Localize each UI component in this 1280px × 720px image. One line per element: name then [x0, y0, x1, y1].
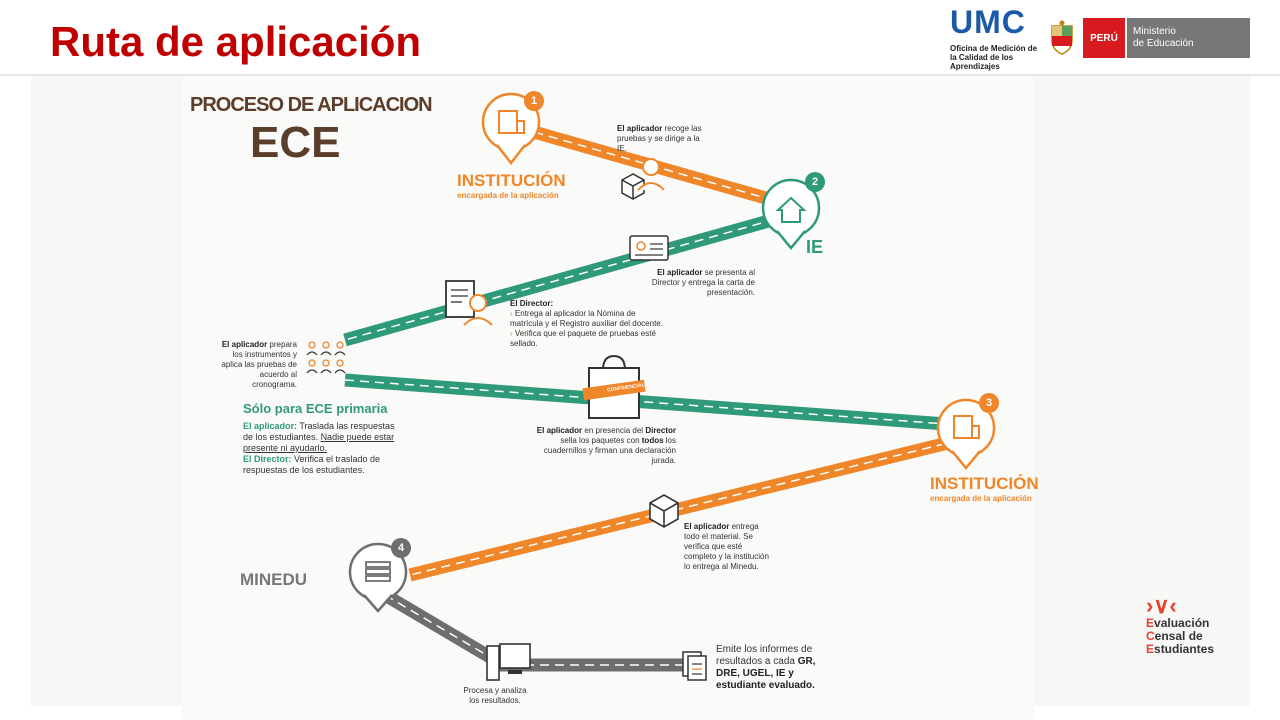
- umc-logo-text: UMC: [950, 4, 1026, 40]
- route-segment-4: [408, 433, 962, 582]
- diagram-heading-process: PROCESO DE APLICACION: [190, 94, 433, 116]
- diagram-heading-ece: ECE: [250, 118, 341, 167]
- route-segment-3: [344, 373, 961, 432]
- id-card-icon: [629, 235, 669, 261]
- note-primaria: El aplicador: Traslada las respuestas de…: [243, 421, 395, 475]
- station-4-name: MINEDU: [240, 570, 308, 589]
- station-2-name: IE: [806, 237, 824, 257]
- note-presenta: El aplicador se presenta al Director y e…: [651, 268, 755, 297]
- students-group-icon: [306, 341, 346, 374]
- package-icon: [649, 494, 679, 528]
- box-icon: [621, 173, 645, 200]
- note-director: El Director: › Entrega al aplicador la N…: [510, 299, 663, 348]
- slide-title: Ruta de aplicación: [50, 18, 422, 65]
- station-3-name: INSTITUCIÓN: [930, 474, 1039, 493]
- umc-subtitle: Oficina de Medición de la Calidad de los…: [950, 44, 1038, 71]
- route-segment-5: [381, 589, 685, 672]
- ministry-line2: de Educación: [1133, 38, 1194, 49]
- note-sella: El aplicador en presencia del Director s…: [536, 426, 676, 465]
- coat-of-arms-icon: [1051, 20, 1073, 55]
- station-3-number: 3: [985, 397, 993, 409]
- chevron-logo-icon: ›∨‹: [1146, 593, 1177, 618]
- ministry-line1: Ministerio: [1133, 26, 1176, 37]
- route-segment-2: [343, 208, 792, 347]
- confidential-bag-icon: [582, 354, 646, 419]
- ministry-badge: Ministerio de Educación: [1127, 18, 1250, 58]
- director-document-icon: [445, 280, 493, 326]
- primaria-title: Sólo para ECE primaria: [243, 401, 388, 416]
- station-3-pin: [936, 393, 999, 470]
- station-1-pin: [481, 91, 544, 166]
- station-4-number: 4: [397, 542, 405, 554]
- note-prepara: El aplicador prepara los instrumentos y …: [221, 340, 297, 389]
- computer-icon: [486, 643, 531, 681]
- umc-logo: UMC Oficina de Medición de la Calidad de…: [950, 6, 1040, 71]
- station-1-sub: encargada de la aplicación: [457, 191, 559, 200]
- peru-badge: PERÚ: [1083, 18, 1125, 58]
- note-recoge: El aplicador recoge las pruebas y se dir…: [617, 124, 702, 153]
- station-1-number: 1: [530, 95, 538, 107]
- header-divider: [0, 74, 1280, 76]
- station-1-name: INSTITUCIÓN: [457, 171, 566, 190]
- station-4-pin: [348, 538, 411, 613]
- applicator-person-icon: [637, 158, 665, 191]
- station-2-number: 2: [811, 176, 819, 188]
- ece-logo: ›∨‹ Evaluación Censal de Estudiantes: [1146, 595, 1246, 656]
- note-entrega: El aplicador entrega todo el material. S…: [684, 522, 769, 571]
- station-3-sub: encargada de la aplicación: [930, 494, 1032, 503]
- note-emite: Emite los informes de resultados a cada …: [716, 644, 816, 691]
- reports-icon: [682, 651, 707, 681]
- note-procesa: Procesa y analiza los resultados.: [463, 686, 527, 705]
- station-2-pin: [761, 172, 825, 250]
